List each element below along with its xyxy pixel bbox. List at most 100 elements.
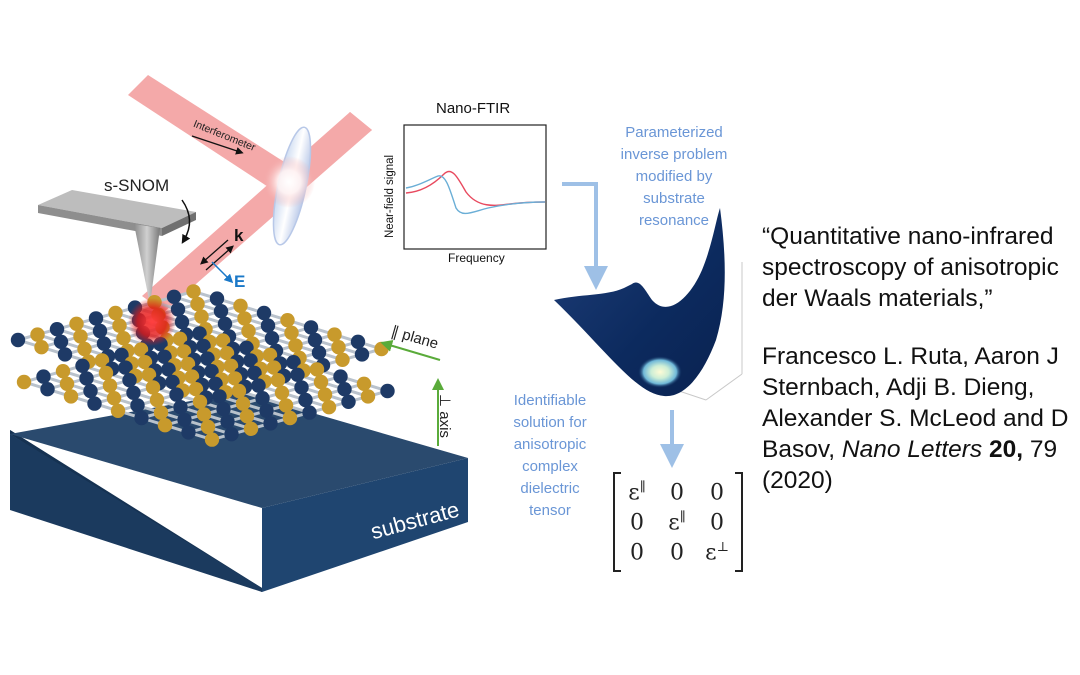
- gold-atom: [30, 327, 45, 342]
- gold-atom: [180, 356, 196, 372]
- dark-atom: [216, 401, 231, 417]
- gold-atom: [313, 374, 329, 390]
- gold-atom: [196, 407, 212, 422]
- lattice: [10, 284, 395, 447]
- gold-atom: [145, 380, 161, 395]
- note-inverse-line: modified by: [635, 168, 713, 185]
- gold-atom: [192, 394, 208, 409]
- gold-atom: [266, 360, 282, 375]
- citation-author-line: Francesco L. Ruta, Aaron J: [762, 343, 1059, 370]
- dark-atom: [57, 347, 73, 362]
- dark-atom: [337, 382, 352, 397]
- gold-atom: [112, 318, 127, 333]
- gold-atom: [278, 398, 294, 413]
- dark-atom: [122, 373, 137, 388]
- inset-title: Nano-FTIR: [436, 100, 511, 117]
- dark-atom: [350, 334, 366, 349]
- dark-atom: [36, 369, 51, 384]
- gold-atom: [157, 418, 173, 433]
- citation-title-line: der Waals materials,”: [762, 285, 993, 312]
- dielectric-tensor: ε∥ 0 0 0 ε∥ 0 0 0 ε⊥: [613, 472, 743, 572]
- gold-atom: [34, 340, 49, 355]
- dark-atom: [173, 400, 188, 415]
- perp-axis-label: ⊥ axis: [436, 394, 453, 438]
- tensor-cell: 0: [710, 480, 724, 506]
- dark-atom: [169, 387, 184, 402]
- dark-atom: [126, 385, 141, 400]
- tensor-cell: ε∥: [668, 510, 686, 536]
- cantilever-side: [38, 205, 162, 236]
- gold-atom: [102, 378, 118, 393]
- tensor-cell: ε⊥: [705, 540, 729, 566]
- dark-atom: [212, 389, 227, 404]
- gold-atom: [16, 374, 32, 390]
- gold-atom: [327, 327, 342, 342]
- gold-atom: [356, 376, 372, 391]
- dark-atom: [87, 396, 102, 411]
- gold-atom: [227, 371, 243, 386]
- citation-year: (2020): [762, 467, 833, 494]
- dark-atom: [170, 302, 186, 317]
- gold-atom: [331, 340, 346, 355]
- gold-atom: [55, 364, 71, 379]
- dark-atom: [341, 394, 356, 409]
- dark-atom: [239, 340, 254, 355]
- substrate-right: [262, 458, 468, 592]
- dark-atom: [256, 305, 272, 321]
- dark-atom: [75, 358, 90, 373]
- note-inverse-line: Parameterized: [625, 124, 723, 141]
- cantilever-end: [162, 212, 196, 236]
- citation-author-line: Sternbach, Adji B. Dieng,: [762, 374, 1035, 401]
- dark-atom: [79, 371, 94, 386]
- k-arrow-out: [205, 245, 234, 271]
- gold-atom: [231, 383, 247, 399]
- gold-atom: [188, 382, 204, 397]
- gold-atom: [116, 331, 131, 346]
- dark-atom: [224, 427, 239, 442]
- inset-xlabel: Frequency: [448, 251, 505, 265]
- gold-atom: [270, 373, 286, 388]
- gold-atom: [288, 338, 303, 353]
- note-inverse-problem: Parameterized inverse problem modified b…: [604, 122, 744, 232]
- dark-atom: [40, 382, 55, 397]
- citation-author-tail: Basov,: [762, 436, 842, 463]
- tensor-cell: 0: [670, 540, 684, 566]
- dark-atom: [192, 326, 207, 341]
- tensor-cell: 0: [670, 480, 684, 506]
- note-inverse-line: resonance: [638, 212, 710, 229]
- dark-atom: [10, 332, 26, 348]
- loss-surface: [554, 208, 743, 401]
- dark-atom: [134, 410, 149, 426]
- gold-atom: [73, 329, 88, 344]
- gold-atom: [137, 355, 153, 370]
- note-solution: Identifiable solution for anisotropic co…: [498, 390, 602, 522]
- flow-arrow-1: [562, 182, 608, 290]
- probe-tip: [134, 224, 160, 305]
- gold-atom: [200, 419, 216, 435]
- gold-atom: [243, 421, 259, 436]
- gold-atom: [241, 323, 256, 339]
- dark-atom: [243, 353, 258, 368]
- gold-atom: [176, 344, 192, 359]
- dark-atom: [161, 362, 176, 377]
- gold-atom: [223, 358, 239, 373]
- gold-atom: [77, 341, 92, 357]
- dark-atom: [49, 322, 65, 337]
- dark-atom: [181, 425, 196, 440]
- dark-atom: [53, 334, 69, 349]
- gold-atom: [317, 387, 333, 402]
- dark-atom: [217, 316, 233, 331]
- citation-title: “Quantitative nano-infrared spectroscopy…: [762, 221, 1059, 314]
- rotation-arrow: [181, 199, 191, 244]
- dark-atom: [213, 304, 229, 319]
- gold-atom: [284, 325, 299, 340]
- k-arrow-in: [200, 239, 229, 265]
- dark-atom: [380, 383, 395, 399]
- gold-atom: [194, 309, 209, 324]
- probe-label: s-SNOM: [104, 176, 170, 195]
- substrate-side: [10, 434, 262, 592]
- gold-atom: [282, 410, 298, 426]
- citation-author-line: Basov, Nano Letters 20, 79: [762, 434, 1068, 465]
